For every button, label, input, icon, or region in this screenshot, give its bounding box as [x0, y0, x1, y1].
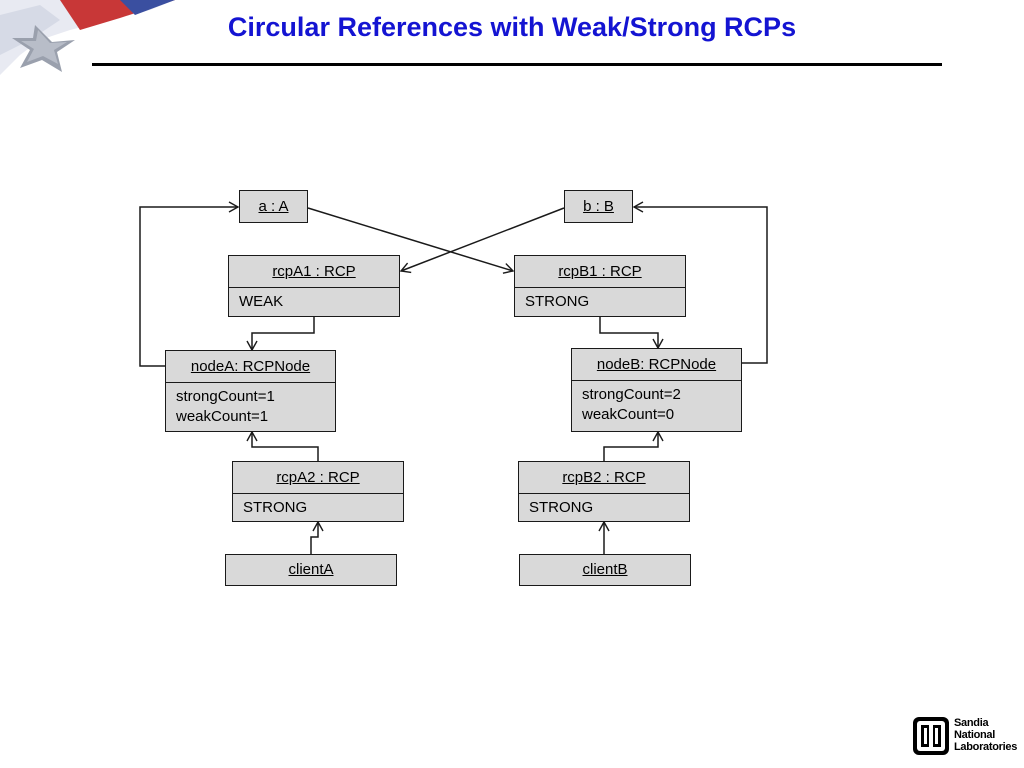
edge-nodeB-to-b — [632, 201, 768, 364]
object-nodeA-header: nodeA: RCPNode — [190, 358, 311, 375]
object-rcpB2-body: STRONG — [519, 493, 689, 522]
logo-line-2: National — [954, 729, 995, 741]
object-rcpB1-line: STRONG — [525, 293, 590, 310]
edge-rcpA2-to-nodeA — [246, 430, 319, 461]
object-rcpA1-line: WEAK — [239, 293, 284, 310]
object-rcpB2-header: rcpB2 : RCP — [562, 469, 646, 486]
object-rcpA2: rcpA2 : RCP STRONG — [232, 461, 404, 522]
logo-line-1: Sandia — [954, 717, 989, 729]
object-rcpA2-header: rcpA2 : RCP — [276, 469, 360, 486]
object-nodeA-line-2: weakCount=1 — [176, 408, 269, 425]
object-nodeA-body: strongCount=1 weakCount=1 — [166, 382, 335, 431]
sandia-thunderbird-icon — [913, 717, 949, 755]
object-nodeB-line-2: weakCount=0 — [582, 406, 675, 423]
edge-rcpA1-to-nodeA — [246, 317, 315, 352]
object-rcpB1-body: STRONG — [515, 287, 685, 316]
page-title: Circular References with Weak/Strong RCP… — [227, 12, 797, 42]
object-nodeB: nodeB: RCPNode strongCount=2 weakCount=0 — [571, 348, 742, 432]
object-clientA-header: clientA — [288, 561, 334, 578]
logo-line-3: Laboratories — [954, 741, 1018, 753]
object-a-header: a : A — [258, 198, 289, 215]
object-rcpB1: rcpB1 : RCP STRONG — [514, 255, 686, 317]
object-rcpB2-line: STRONG — [529, 499, 594, 516]
edge-b-to-rcpA1 — [399, 207, 565, 274]
corner-flag-graphic — [0, 0, 175, 75]
object-rcpA1-body: WEAK — [229, 287, 399, 316]
object-nodeB-body: strongCount=2 weakCount=0 — [572, 380, 741, 429]
edge-a-to-rcpB1 — [307, 207, 515, 274]
object-b: b : B — [564, 190, 633, 223]
title-divider — [92, 63, 942, 66]
object-rcpA2-line: STRONG — [243, 499, 308, 516]
object-clientB-header: clientB — [582, 561, 628, 578]
object-clientA: clientA — [225, 554, 397, 586]
object-rcpA1-header: rcpA1 : RCP — [272, 263, 356, 280]
object-rcpB1-header: rcpB1 : RCP — [558, 263, 642, 280]
edge-clientA-to-rcpA2 — [310, 520, 324, 554]
object-a: a : A — [239, 190, 308, 223]
object-nodeA: nodeA: RCPNode strongCount=1 weakCount=1 — [165, 350, 336, 432]
object-nodeB-line-1: strongCount=2 — [582, 386, 681, 403]
edge-rcpB2-to-nodeB — [603, 430, 664, 461]
object-nodeA-line-1: strongCount=1 — [176, 388, 275, 405]
sandia-logo-text: Sandia National Laboratories — [954, 717, 1017, 753]
object-clientB: clientB — [519, 554, 691, 586]
object-rcpA1: rcpA1 : RCP WEAK — [228, 255, 400, 317]
object-rcpB2: rcpB2 : RCP STRONG — [518, 461, 690, 522]
edge-rcpB1-to-nodeB — [599, 317, 664, 350]
object-b-header: b : B — [583, 198, 614, 215]
object-rcpA2-body: STRONG — [233, 493, 403, 522]
object-nodeB-header: nodeB: RCPNode — [596, 356, 717, 373]
edge-nodeA-to-a — [139, 201, 240, 367]
